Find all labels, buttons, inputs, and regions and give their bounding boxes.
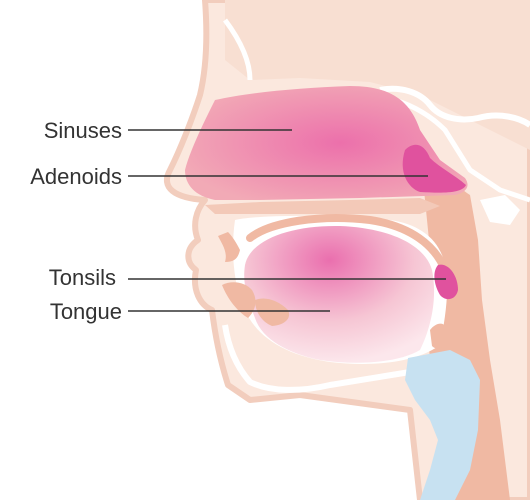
label-tongue: Tongue xyxy=(50,299,122,324)
label-adenoids: Adenoids xyxy=(30,164,122,189)
label-tonsils: Tonsils xyxy=(49,265,116,290)
label-sinuses: Sinuses xyxy=(44,118,122,143)
